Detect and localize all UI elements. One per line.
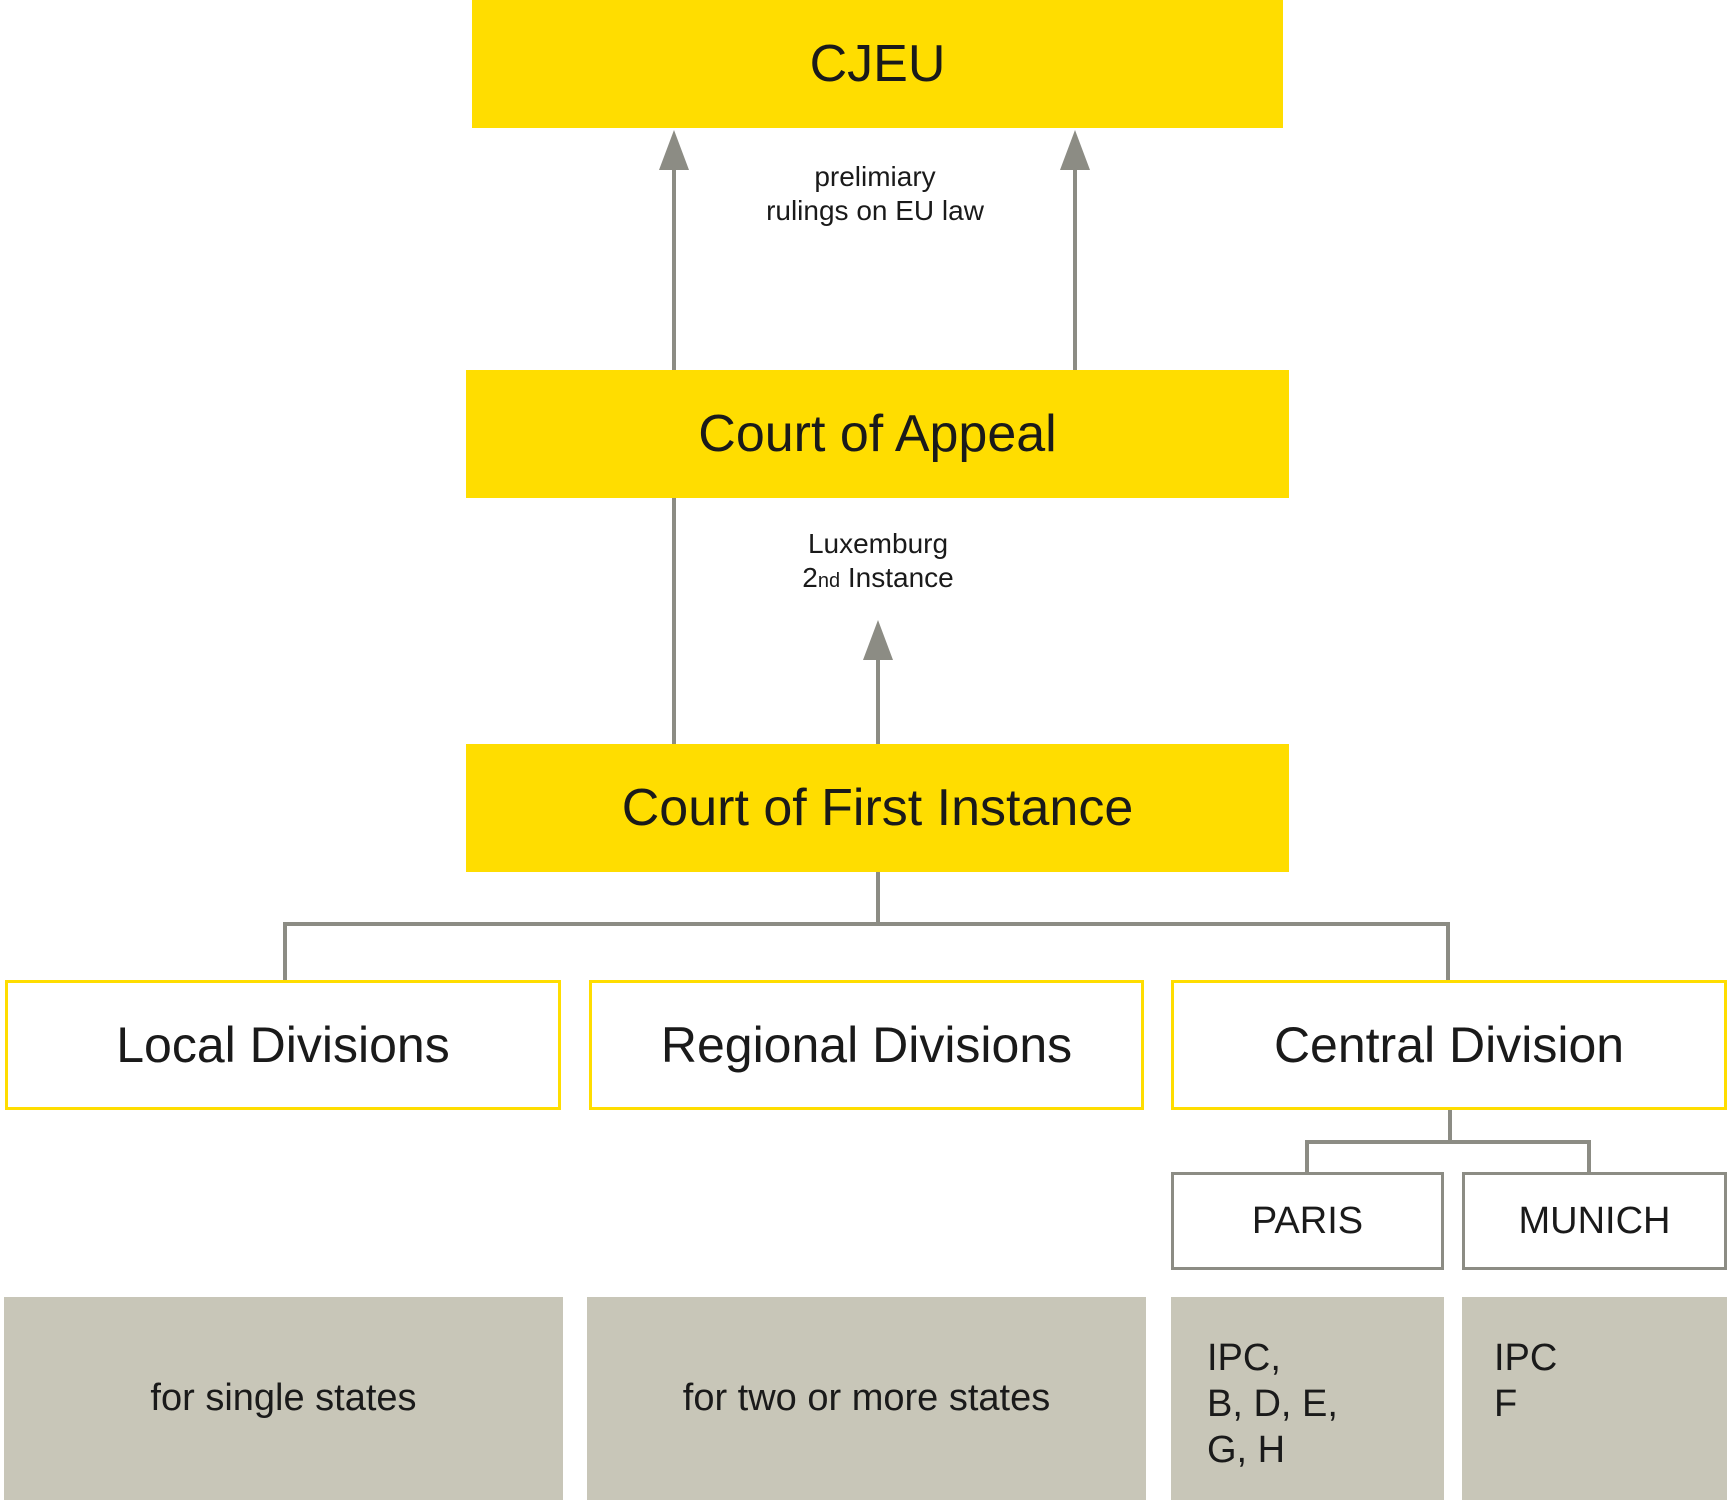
central-division-box: Central Division — [1171, 980, 1727, 1110]
second-suffix: nd — [818, 570, 840, 592]
regional-description-panel: for two or more states — [587, 1297, 1146, 1500]
luxemburg-note: Luxemburg 2nd Instance — [740, 527, 1016, 598]
cjeu-box: CJEU — [472, 0, 1283, 128]
munich-label: MUNICH — [1519, 1200, 1671, 1243]
second-number: 2 — [802, 562, 818, 593]
arrowhead-left-cjeu — [659, 130, 689, 170]
paris-box: PARIS — [1171, 1172, 1444, 1270]
local-divisions-label: Local Divisions — [116, 1016, 449, 1074]
court-of-first-instance-box: Court of First Instance — [466, 744, 1289, 872]
local-divisions-box: Local Divisions — [5, 980, 561, 1110]
instance-word: Instance — [840, 562, 954, 593]
luxemburg-line2: 2nd Instance — [740, 561, 1016, 598]
local-description: for single states — [150, 1377, 416, 1420]
regional-description: for two or more states — [683, 1377, 1050, 1420]
court-of-appeal-label: Court of Appeal — [698, 404, 1056, 464]
munich-codes-panel: IPC F — [1462, 1297, 1727, 1500]
local-description-panel: for single states — [4, 1297, 563, 1500]
paris-codes-panel: IPC, B, D, E, G, H — [1171, 1297, 1444, 1500]
court-of-appeal-box: Court of Appeal — [466, 370, 1289, 498]
arrowhead-lux — [863, 620, 893, 660]
arrowhead-right-cjeu — [1060, 130, 1090, 170]
preliminary-line2: rulings on EU law — [720, 194, 1030, 228]
paris-codes: IPC, B, D, E, G, H — [1207, 1335, 1338, 1473]
paris-label: PARIS — [1252, 1200, 1363, 1243]
munich-codes: IPC F — [1494, 1335, 1557, 1427]
preliminary-note: prelimiary rulings on EU law — [720, 160, 1030, 228]
regional-divisions-box: Regional Divisions — [589, 980, 1144, 1110]
preliminary-line1: prelimiary — [720, 160, 1030, 194]
munich-box: MUNICH — [1462, 1172, 1727, 1270]
luxemburg-line1: Luxemburg — [740, 527, 1016, 561]
court-of-first-instance-label: Court of First Instance — [622, 778, 1134, 838]
cjeu-label: CJEU — [810, 34, 946, 94]
regional-divisions-label: Regional Divisions — [661, 1016, 1072, 1074]
central-division-label: Central Division — [1274, 1016, 1624, 1074]
